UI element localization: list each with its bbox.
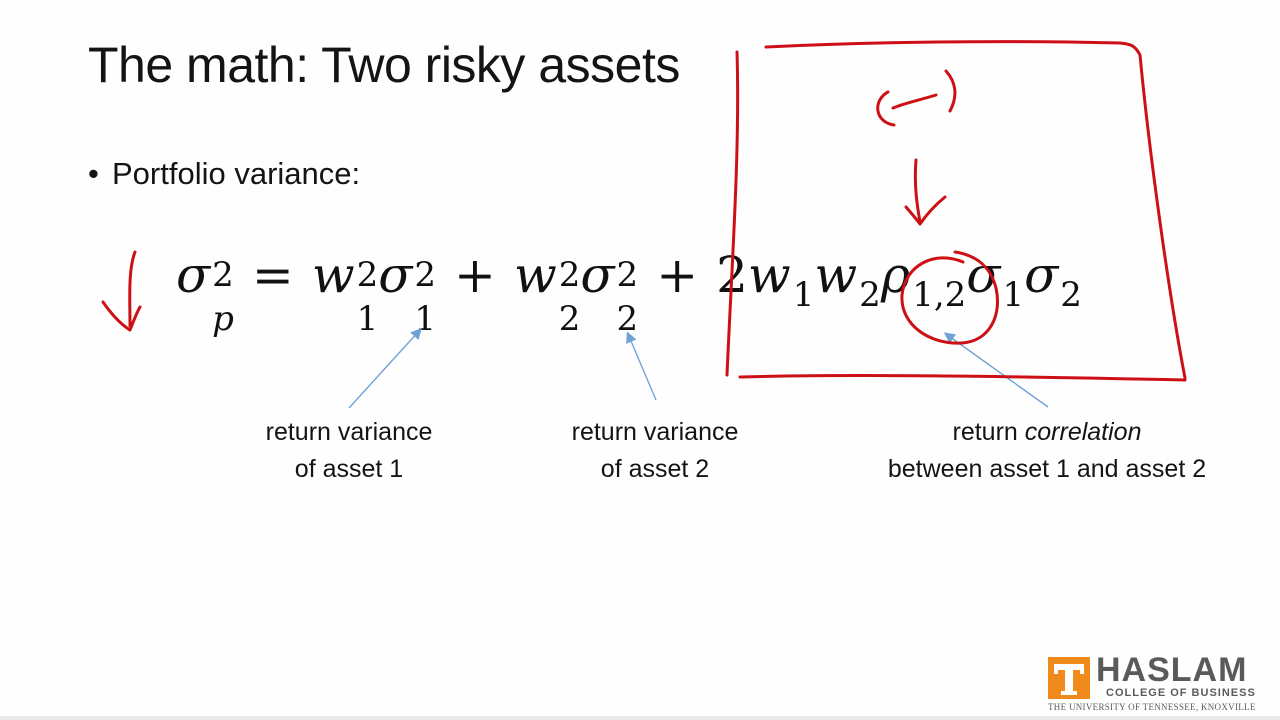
logo-university: THE UNIVERSITY OF TENNESSEE, KNOXVILLE bbox=[1048, 702, 1256, 712]
label-asset1-variance: return variance of asset 1 bbox=[265, 418, 433, 483]
negative-sign-note bbox=[876, 69, 957, 127]
bullet-dot: • bbox=[88, 156, 99, 191]
tennessee-t-icon bbox=[1048, 657, 1090, 699]
label-asset2-variance: return variance of asset 2 bbox=[571, 418, 739, 483]
logo-name: HASLAM bbox=[1096, 651, 1248, 689]
hand-drawn-box bbox=[725, 40, 1187, 382]
bullet-item: • Portfolio variance: bbox=[88, 156, 360, 192]
left-down-arrow-icon bbox=[101, 250, 142, 332]
haslam-logo: HASLAM COLLEGE OF BUSINESS THE UNIVERSIT… bbox=[1048, 651, 1268, 713]
rho-symbol: ρ bbox=[880, 246, 911, 304]
bottom-bar bbox=[0, 716, 1280, 720]
logo-subtitle: COLLEGE OF BUSINESS bbox=[1106, 687, 1256, 699]
plus-sign: + bbox=[454, 246, 496, 304]
label-correlation: return correlation between asset 1 and a… bbox=[887, 418, 1207, 483]
callout-arrow-icon bbox=[348, 327, 1049, 409]
bullet-text: Portfolio variance: bbox=[112, 156, 361, 191]
down-arrow-icon bbox=[904, 158, 947, 226]
plus-sign: + bbox=[656, 246, 699, 304]
equals-sign: = bbox=[251, 246, 294, 304]
slide-title: The math: Two risky assets bbox=[88, 37, 680, 93]
